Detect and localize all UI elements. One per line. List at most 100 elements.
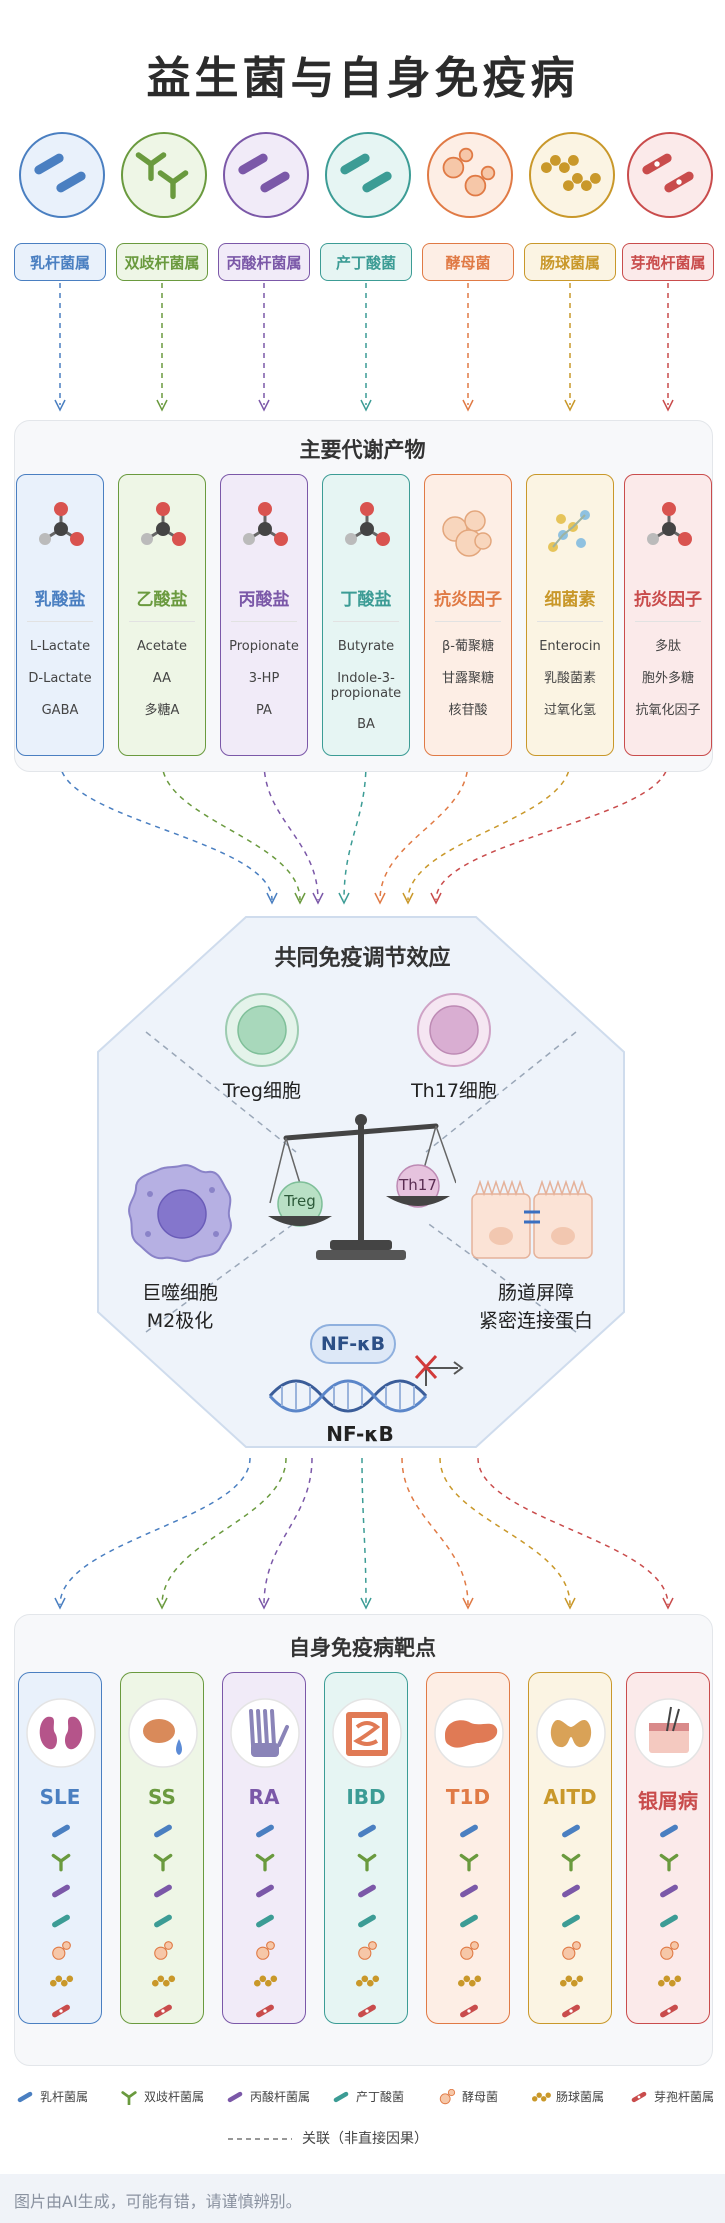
ai-disclaimer: 图片由AI生成，可能有错，请谨慎辨别。 bbox=[14, 2192, 302, 2211]
connector-target-3 bbox=[263, 1457, 313, 1606]
branched-bacteria-icon bbox=[135, 152, 189, 200]
metabolite-item: GABA bbox=[41, 703, 79, 718]
legend-note: 关联（非直接因果） bbox=[302, 2131, 428, 2147]
metabolite-item: Enterocin bbox=[539, 639, 601, 654]
thyroid-icon bbox=[536, 1698, 606, 1768]
skin-icon bbox=[634, 1698, 704, 1768]
metabolite-divider bbox=[231, 621, 297, 622]
footer-bar: 图片由AI生成，可能有错，请谨慎辨别。 bbox=[0, 2174, 725, 2223]
coccus-chain-icon bbox=[532, 2092, 551, 2101]
metabolite-name-4: 丁酸盐 bbox=[340, 590, 392, 610]
molecule-cluster-icon bbox=[548, 510, 590, 552]
legend-label: 产丁酸菌 bbox=[356, 2090, 405, 2104]
connector-target-7 bbox=[477, 1457, 669, 1606]
gland-droplet-icon bbox=[128, 1698, 198, 1768]
balance-scale-icon bbox=[268, 1114, 456, 1260]
bacteria-label-4: 产丁酸菌 bbox=[320, 243, 412, 281]
gut-barrier-icon bbox=[471, 1180, 593, 1259]
bacteria-stack-icons bbox=[254, 1824, 278, 2018]
macrophage-icon bbox=[128, 1164, 232, 1263]
metabolite-item: PA bbox=[256, 703, 272, 718]
metabolite-name-7: 抗炎因子 bbox=[634, 590, 702, 610]
bacteria-stack-icons bbox=[356, 1824, 380, 2018]
bacteria-stack-icons bbox=[152, 1824, 176, 2018]
dna-icon bbox=[268, 1354, 464, 1413]
target-card-2: SS bbox=[120, 1672, 204, 2024]
connector-metabolite-2 bbox=[161, 761, 301, 901]
connector-target-2 bbox=[161, 1457, 287, 1606]
legend-label: 酵母菌 bbox=[462, 2090, 499, 2104]
bacteria-label-2: 双歧杆菌属 bbox=[116, 243, 208, 281]
metabolite-name-3: 丙酸盐 bbox=[238, 590, 290, 610]
th17-label: Th17细胞 bbox=[411, 1080, 497, 1102]
legend-item-5: 酵母菌 bbox=[436, 2088, 498, 2105]
coccus-chain-icon bbox=[541, 155, 601, 191]
bacteria-circle-4 bbox=[325, 132, 411, 218]
bacteria-label-6: 肠球菌属 bbox=[524, 243, 616, 281]
target-name-3: RA bbox=[248, 1785, 280, 1809]
spore-rod-icon bbox=[642, 153, 694, 193]
legend-item-4: 产丁酸菌 bbox=[330, 2088, 404, 2105]
connector-metabolite-4 bbox=[343, 761, 367, 901]
target-name-6: AITD bbox=[543, 1785, 597, 1809]
metabolite-item: Acetate bbox=[137, 639, 187, 654]
metabolite-item: BA bbox=[357, 717, 375, 732]
target-name-4: IBD bbox=[346, 1785, 386, 1809]
metabolite-item: D-Lactate bbox=[28, 671, 92, 686]
metabolite-item: Propionate bbox=[229, 639, 299, 654]
molecule-icon bbox=[141, 502, 186, 546]
legend-item-6: 肠球菌属 bbox=[530, 2088, 604, 2105]
legend-item-7: 芽孢杆菌属 bbox=[628, 2088, 714, 2105]
bacteria-label-3: 丙酸杆菌属 bbox=[218, 243, 310, 281]
macrophage-label: 巨噬细胞 bbox=[141, 1282, 218, 1304]
metabolite-divider bbox=[129, 621, 195, 622]
metabolite-card-3: 丙酸盐 Propionate 3-HP PA bbox=[220, 474, 308, 756]
bacteria-stack-icons bbox=[560, 1824, 584, 2018]
legend-label: 双歧杆菌属 bbox=[144, 2090, 205, 2104]
connector-target-1 bbox=[59, 1457, 251, 1606]
metabolites-title: 主要代谢产物 bbox=[299, 438, 426, 462]
target-card-7: 银屑病 bbox=[626, 1672, 710, 2024]
metabolite-item: 乳酸菌素 bbox=[543, 671, 596, 686]
molecule-icon bbox=[39, 502, 84, 546]
bacteria-circle-6 bbox=[529, 132, 615, 218]
connector-metabolite-3 bbox=[263, 761, 319, 901]
tight-junction-label: 紧密连接蛋白 bbox=[478, 1310, 593, 1332]
metabolite-item: Indole-3-propionate bbox=[330, 671, 402, 701]
yeast-icon bbox=[442, 147, 496, 197]
metabolite-item: 过氧化氢 bbox=[543, 703, 596, 718]
kidney-icon bbox=[26, 1698, 96, 1768]
bacteria-stack-icons bbox=[658, 1824, 682, 2018]
metabolite-item: 3-HP bbox=[248, 671, 280, 686]
targets-title: 自身免疫病靶点 bbox=[289, 1636, 436, 1660]
bacteria-label-7: 芽孢杆菌属 bbox=[622, 243, 714, 281]
metabolite-divider bbox=[27, 621, 93, 622]
connector-metabolite-5 bbox=[379, 761, 469, 901]
target-card-3: RA bbox=[222, 1672, 306, 2024]
bacteria-label-1: 乳杆菌属 bbox=[14, 243, 106, 281]
bacteria-label-5: 酵母菌 bbox=[422, 243, 514, 281]
legend-dashed-line bbox=[228, 2138, 292, 2140]
connector-target-6 bbox=[439, 1457, 571, 1606]
metabolite-name-1: 乳酸盐 bbox=[34, 590, 86, 610]
bacteria-circle-1 bbox=[19, 132, 105, 218]
metabolite-divider bbox=[333, 621, 399, 622]
molecule-icon bbox=[243, 502, 288, 546]
metabolite-divider bbox=[537, 621, 603, 622]
target-card-5: T1D bbox=[426, 1672, 510, 2024]
connector-metabolite-7 bbox=[435, 761, 669, 901]
molecule-cluster-icon bbox=[442, 510, 492, 557]
molecule-icon bbox=[345, 502, 390, 546]
target-card-1: SLE bbox=[18, 1672, 102, 2024]
yeast-icon bbox=[439, 2088, 456, 2104]
rod-bacteria-icon bbox=[227, 2091, 243, 2102]
m2-polarization-label: M2极化 bbox=[146, 1310, 214, 1332]
target-card-6: AITD bbox=[528, 1672, 612, 2024]
hand-joint-icon bbox=[230, 1698, 300, 1768]
